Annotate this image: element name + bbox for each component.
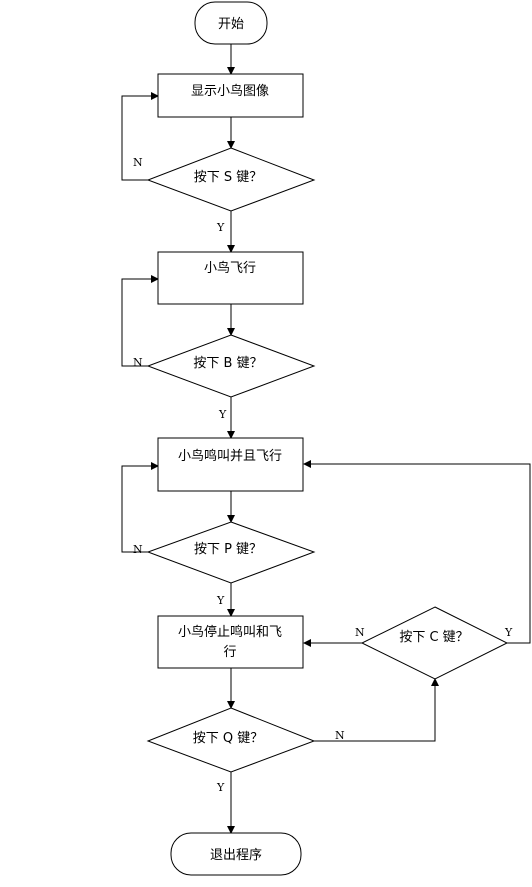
press-p-label: 按下 P 键？ <box>194 542 262 557</box>
stop-label-line1: 小鸟停止鸣叫和飞 <box>178 624 282 640</box>
chirp-fly-process: 小鸟鸣叫并且飞行 <box>157 437 304 492</box>
yes-label-b: Y <box>218 408 227 421</box>
branch-labels: N Y N Y N Y N Y N Y <box>133 156 513 794</box>
press-b-label: 按下 B 键？ <box>193 356 262 371</box>
show-bird-process: 显示小鸟图像 <box>157 73 304 118</box>
edge-press-b-no-loop <box>121 275 159 367</box>
chirp-fly-label: 小鸟鸣叫并且飞行 <box>178 448 282 464</box>
edge-press-c-yes <box>303 460 531 644</box>
exit-label: 退出程序 <box>210 848 262 863</box>
stop-process: 小鸟停止鸣叫和飞 行 <box>157 615 304 669</box>
press-s-decision: 按下 S 键？ <box>146 147 316 212</box>
press-p-decision: 按下 P 键？ <box>146 521 316 584</box>
edge-press-s-no-loop <box>121 92 159 181</box>
press-b-decision: 按下 B 键？ <box>146 334 316 398</box>
stop-label-line2: 行 <box>223 645 236 660</box>
start-label: 开始 <box>218 17 244 32</box>
yes-label-c: Y <box>504 626 513 639</box>
no-label-s: N <box>133 156 143 169</box>
edge-press-p-no-loop <box>121 462 159 553</box>
press-q-decision: 按下 Q 键？ <box>146 707 316 773</box>
bird-fly-process: 小鸟飞行 <box>157 251 304 305</box>
show-bird-label: 显示小鸟图像 <box>191 83 269 99</box>
yes-label-p: Y <box>216 594 225 607</box>
edge-press-q-no <box>314 678 439 742</box>
connectors <box>121 44 531 834</box>
no-label-p: N <box>133 543 143 556</box>
bird-fly-label: 小鸟飞行 <box>204 260 256 276</box>
press-c-label: 按下 C 键？ <box>399 630 468 645</box>
press-q-label: 按下 Q 键？ <box>193 731 264 746</box>
yes-label-s: Y <box>216 221 225 234</box>
press-s-label: 按下 S 键？ <box>194 170 263 185</box>
exit-node: 退出程序 <box>170 832 302 876</box>
no-label-c: N <box>355 626 365 639</box>
no-label-b: N <box>133 356 143 369</box>
start-node: 开始 <box>194 1 268 45</box>
no-label-q: N <box>335 729 345 742</box>
yes-label-q: Y <box>216 781 225 794</box>
press-c-decision: 按下 C 键？ <box>360 606 509 680</box>
